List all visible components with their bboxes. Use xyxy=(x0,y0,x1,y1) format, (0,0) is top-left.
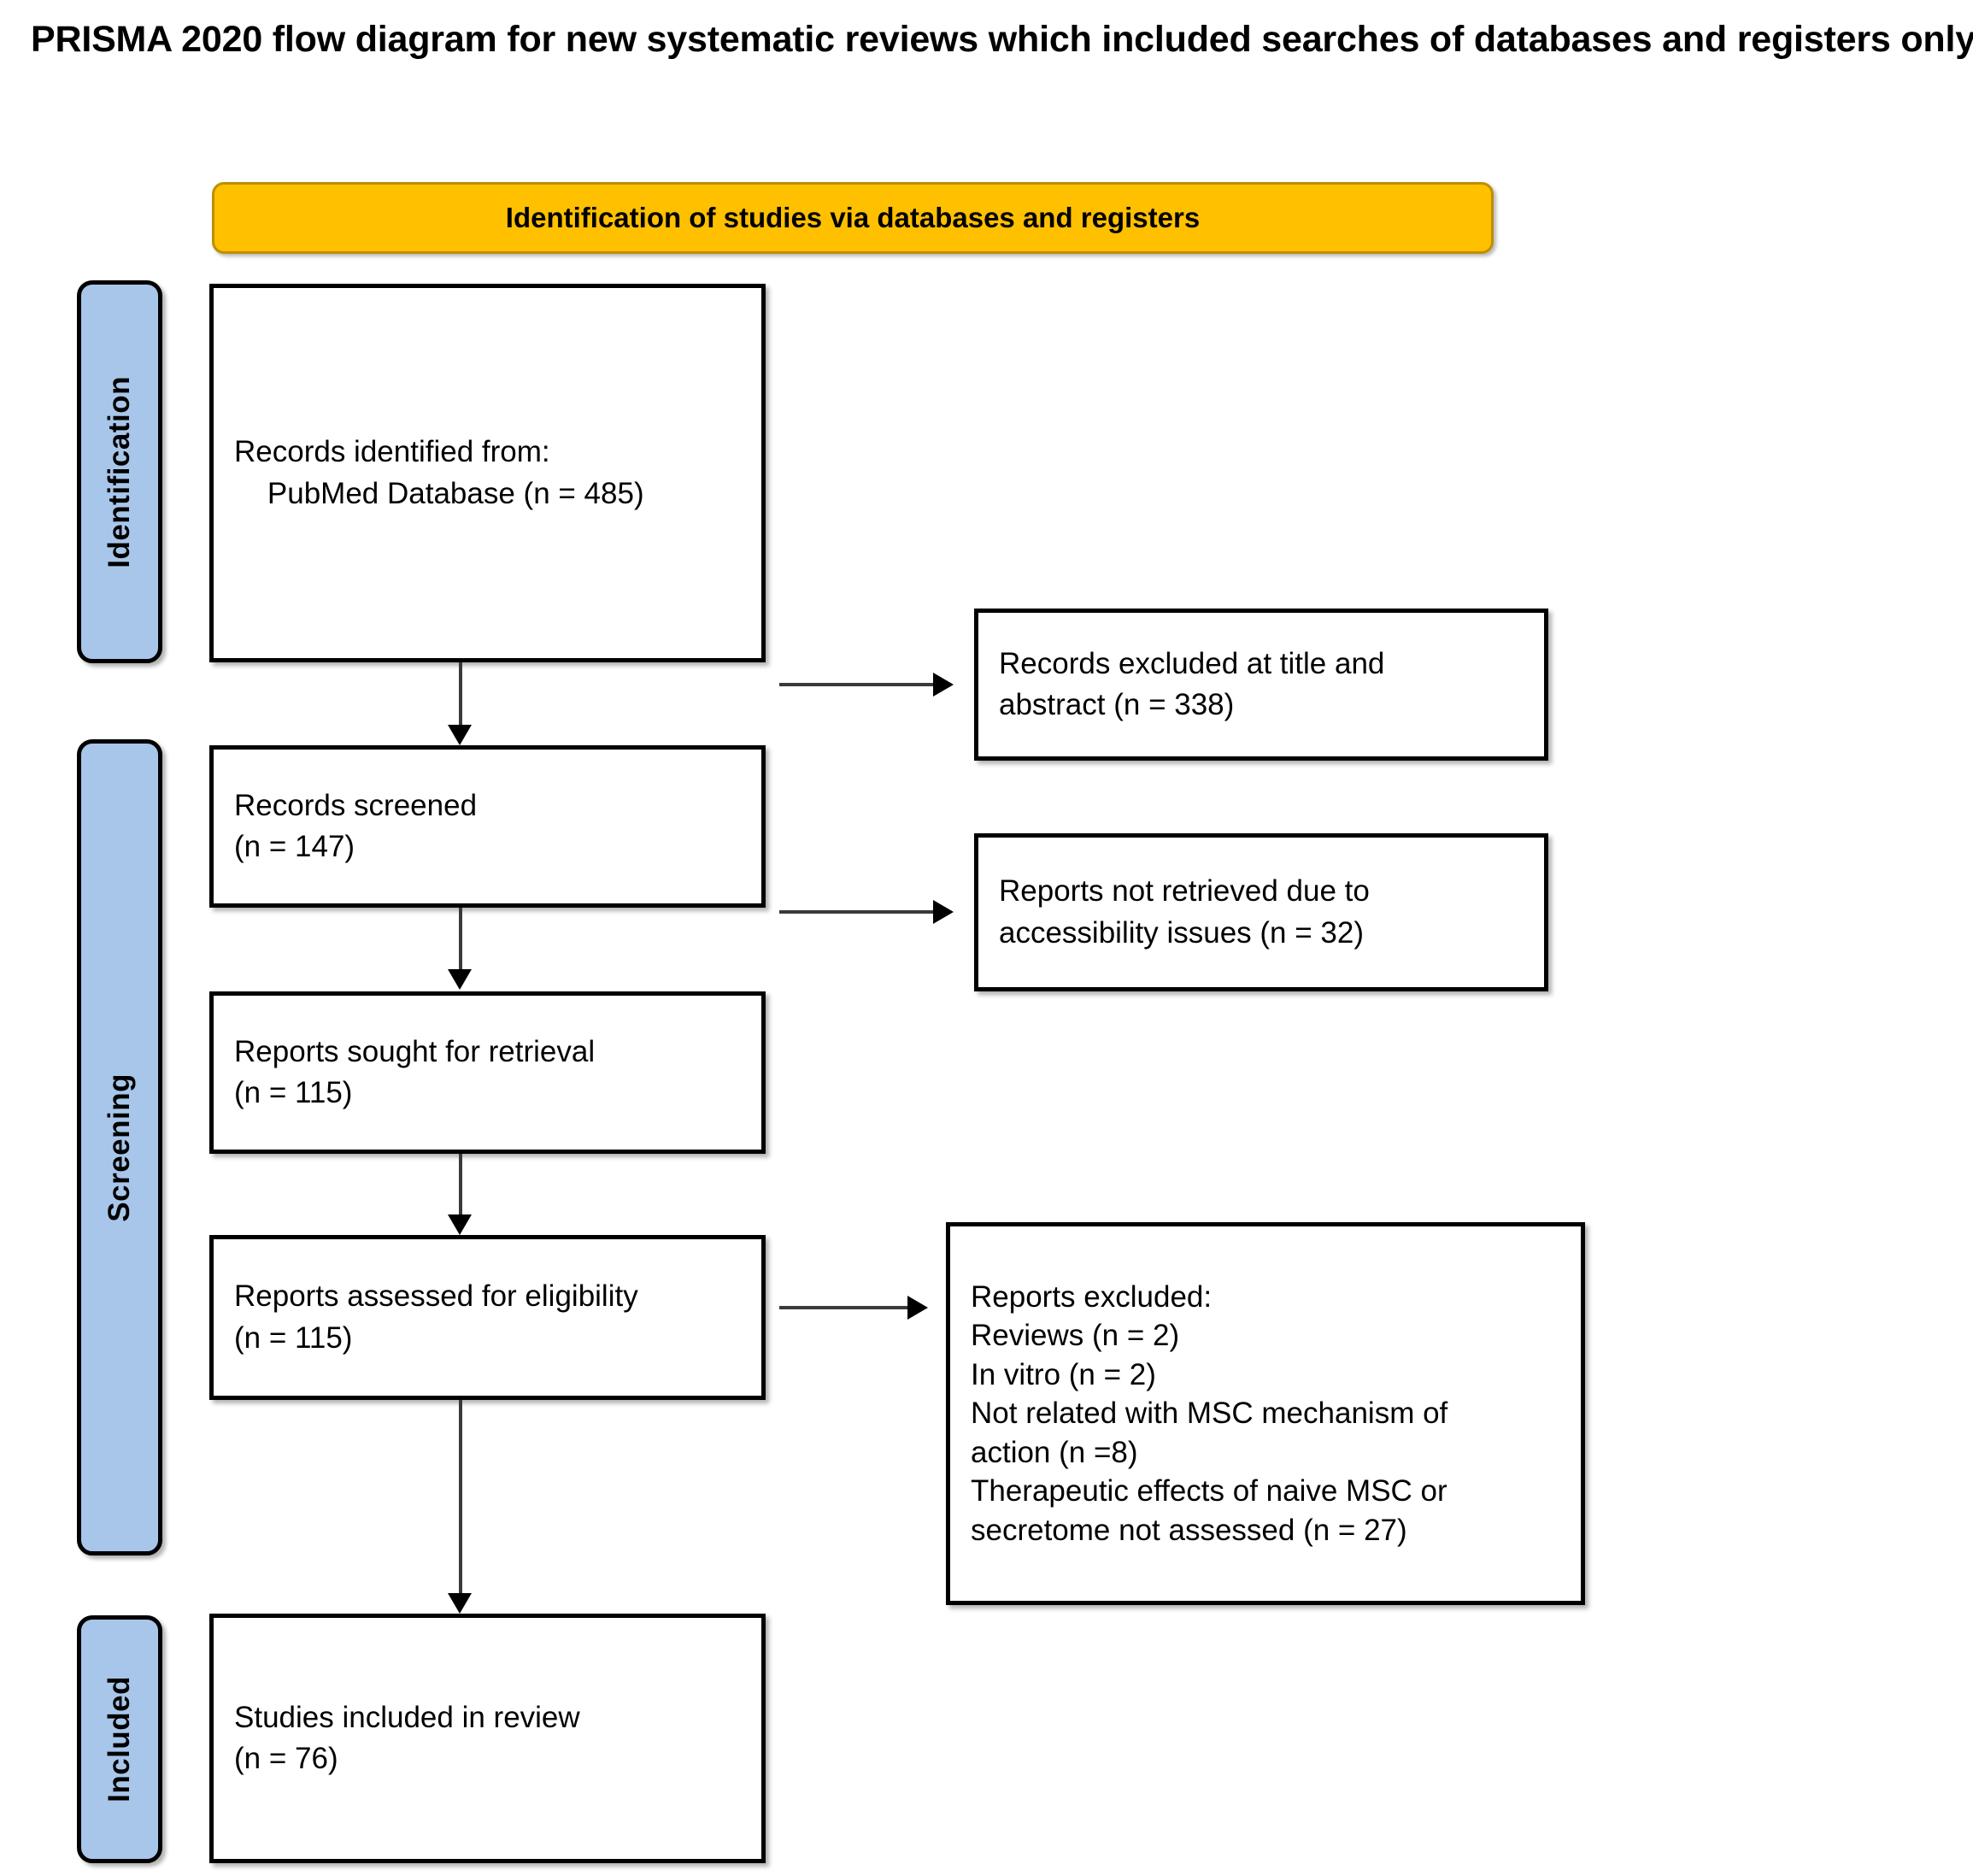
connector-screened-to-not-retrieved-arrowhead xyxy=(933,900,954,924)
box-reports-assessed: Reports assessed for eligibility (n = 11… xyxy=(209,1235,766,1400)
box-studies-included-text: Studies included in review (n = 76) xyxy=(234,1700,580,1775)
connector-identified-to-excluded-arrowhead xyxy=(933,673,954,697)
box-reports-not-retrieved-text: Reports not retrieved due to accessibili… xyxy=(999,874,1370,950)
box-reports-excluded-detail-text: Reports excluded: Reviews (n = 2) In vit… xyxy=(971,1279,1448,1547)
stage-banner-label: Identification of studies via databases … xyxy=(505,202,1201,233)
phase-label-identification-text: Identification xyxy=(103,375,136,568)
phase-label-included: Included xyxy=(77,1615,162,1863)
connector-assessed-to-reports-excluded-line xyxy=(779,1306,909,1309)
stage-banner-identification: Identification of studies via databases … xyxy=(212,182,1494,254)
box-reports-assessed-text: Reports assessed for eligibility (n = 11… xyxy=(234,1279,638,1355)
box-records-excluded-title-abstract: Records excluded at title and abstract (… xyxy=(974,609,1548,761)
box-records-excluded-title-abstract-text: Records excluded at title and abstract (… xyxy=(999,646,1385,721)
phase-label-screening-text: Screening xyxy=(103,1073,136,1222)
connector-assessed-to-included-arrowhead xyxy=(448,1593,472,1614)
box-reports-excluded-detail: Reports excluded: Reviews (n = 2) In vit… xyxy=(946,1222,1585,1605)
box-records-screened-text: Records screened (n = 147) xyxy=(234,788,478,863)
phase-label-screening: Screening xyxy=(77,739,162,1555)
box-records-screened: Records screened (n = 147) xyxy=(209,745,766,908)
connector-identified-to-screened-arrowhead xyxy=(448,725,472,745)
box-records-identified: Records identified from: PubMed Database… xyxy=(209,284,766,662)
connector-sought-to-assessed-line xyxy=(459,1154,462,1216)
connector-sought-to-assessed-arrowhead xyxy=(448,1214,472,1235)
box-reports-not-retrieved: Reports not retrieved due to accessibili… xyxy=(974,833,1548,991)
connector-screened-to-not-retrieved-line xyxy=(779,910,935,914)
connector-screened-to-sought-arrowhead xyxy=(448,969,472,990)
connector-identified-to-excluded-line xyxy=(779,683,935,686)
box-reports-sought-text: Reports sought for retrieval (n = 115) xyxy=(234,1034,596,1109)
page-title: PRISMA 2020 flow diagram for new systema… xyxy=(31,19,1973,60)
connector-screened-to-sought-line xyxy=(459,908,462,971)
connector-assessed-to-included-line xyxy=(459,1400,462,1595)
phase-label-identification: Identification xyxy=(77,280,162,663)
connector-assessed-to-reports-excluded-arrowhead xyxy=(907,1296,928,1320)
box-records-identified-text: Records identified from: PubMed Database… xyxy=(234,435,644,510)
phase-label-included-text: Included xyxy=(103,1676,136,1802)
box-reports-sought: Reports sought for retrieval (n = 115) xyxy=(209,991,766,1154)
connector-identified-to-screened-line xyxy=(459,662,462,726)
box-studies-included: Studies included in review (n = 76) xyxy=(209,1614,766,1863)
